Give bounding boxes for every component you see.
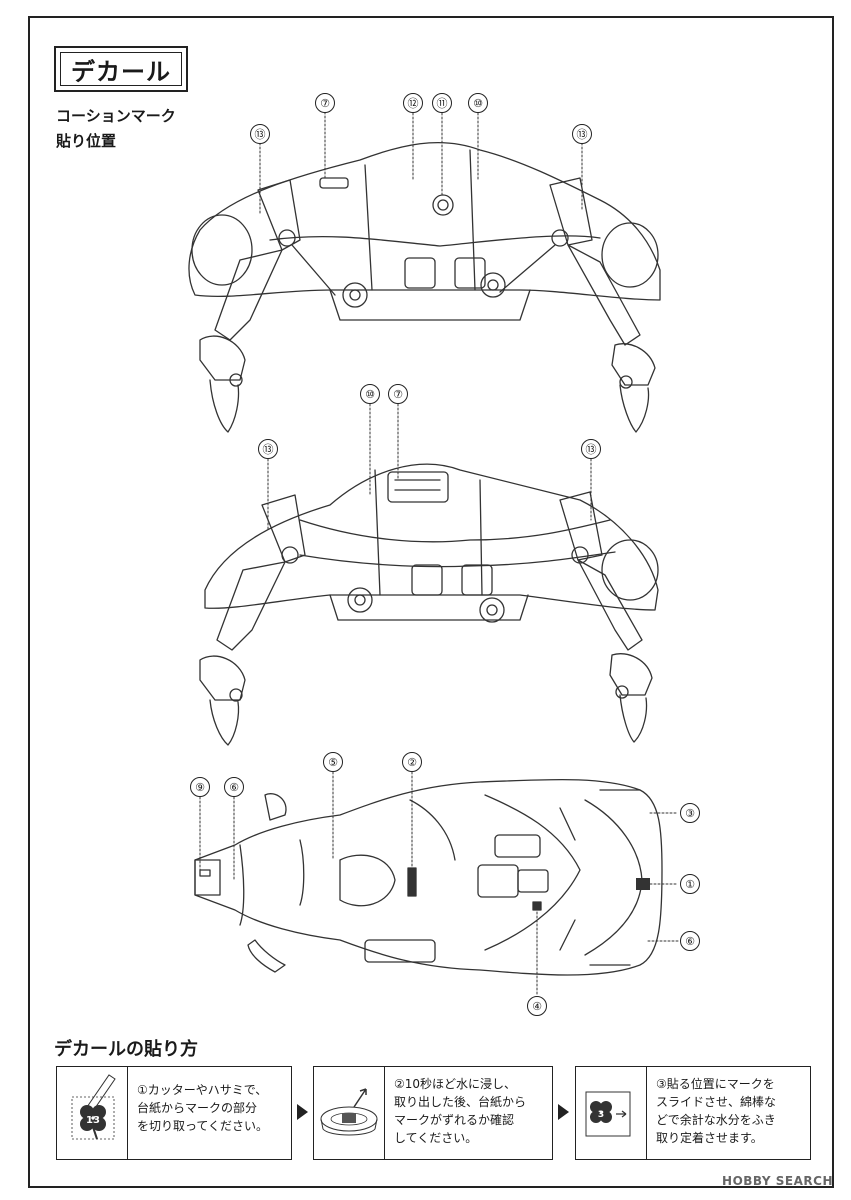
step-3-box: 3 ③貼る位置にマークを スライドさせ、綿棒な どで余計な水分をふき 取り定着さ… — [575, 1066, 811, 1160]
subtitle-line-2: 貼り位置 — [56, 132, 117, 150]
step-3-illustration: 3 — [576, 1067, 647, 1159]
step-3-line-1: ③貼る位置にマークを — [656, 1077, 775, 1091]
callout-5-bottom: ⑤ — [323, 752, 343, 772]
callout-13-side-right: ⑬ — [581, 439, 601, 459]
callout-13-top-left: ⑬ — [250, 124, 270, 144]
step-1-line-2: 台紙からマークの部分 — [137, 1101, 258, 1115]
callout-4-bottom: ④ — [527, 996, 547, 1016]
step-2-line-4: してください。 — [394, 1131, 478, 1145]
clover-decal-icon: 13 — [71, 1074, 116, 1140]
step-3-line-2: スライドさせ、綿棒な — [656, 1095, 777, 1109]
subtitle: コーションマーク 貼り位置 — [56, 104, 176, 154]
drawing-top-view — [188, 141, 661, 433]
callout-13-side-left: ⑬ — [258, 439, 278, 459]
step-1-line-3: を切り取ってください。 — [137, 1119, 269, 1133]
page-title: デカール — [60, 52, 182, 86]
callout-7-side: ⑦ — [388, 384, 408, 404]
callout-10-side: ⑩ — [360, 384, 380, 404]
step-1-line-1: ①カッターやハサミで、 — [137, 1083, 268, 1097]
callout-10-top: ⑩ — [468, 93, 488, 113]
step-3-line-4: 取り定着させます。 — [656, 1131, 763, 1145]
callout-3-bottom: ③ — [680, 803, 700, 823]
step-2-line-2: 取り出した後、台紙から — [394, 1095, 527, 1109]
drawing-side-view — [199, 463, 659, 746]
callout-2-bottom: ② — [402, 752, 422, 772]
drawing-bottom-view — [194, 778, 663, 976]
arrow-right-icon — [297, 1104, 308, 1120]
watermark: HOBBY SEARCH — [722, 1174, 833, 1188]
step-2-box: ②10秒ほど水に浸し、 取り出した後、台紙から マークがずれるか確認 してくださ… — [313, 1066, 553, 1160]
step-2-line-3: マークがずれるか確認 — [394, 1113, 515, 1127]
step-2-line-1: ②10秒ほど水に浸し、 — [394, 1077, 517, 1091]
step-1-illustration: 13 — [57, 1067, 128, 1159]
callout-9-bottom: ⑨ — [190, 777, 210, 797]
callout-6-bottom-left: ⑥ — [224, 777, 244, 797]
page-frame — [28, 16, 834, 1188]
slide-decal-icon: 3 — [585, 1091, 631, 1137]
callout-13-top-right: ⑬ — [572, 124, 592, 144]
step-3-line-3: どで余計な水分をふき — [656, 1113, 776, 1127]
callout-12-top: ⑫ — [403, 93, 423, 113]
callout-6-bottom-right: ⑥ — [680, 931, 700, 951]
arrow-right-icon-2 — [558, 1104, 569, 1120]
title-box: デカール — [54, 46, 188, 92]
step-2-text: ②10秒ほど水に浸し、 取り出した後、台紙から マークがずれるか確認 してくださ… — [394, 1075, 546, 1147]
callout-11-top: ⑪ — [432, 93, 452, 113]
subtitle-line-1: コーションマーク — [56, 107, 176, 125]
step-2-illustration — [314, 1067, 385, 1159]
howto-title: デカールの貼り方 — [54, 1039, 198, 1060]
step-1-icon-number: 13 — [86, 1115, 100, 1126]
callout-1-bottom: ① — [680, 874, 700, 894]
step-3-icon-number: 3 — [598, 1110, 604, 1120]
step-3-text: ③貼る位置にマークを スライドさせ、綿棒な どで余計な水分をふき 取り定着させま… — [656, 1075, 804, 1147]
step-1-text: ①カッターやハサミで、 台紙からマークの部分 を切り取ってください。 — [137, 1081, 285, 1135]
step-1-box: 13 ①カッターやハサミで、 台紙からマークの部分 を切り取ってください。 — [56, 1066, 292, 1160]
water-dish-icon — [320, 1088, 378, 1136]
callout-7-top: ⑦ — [315, 93, 335, 113]
